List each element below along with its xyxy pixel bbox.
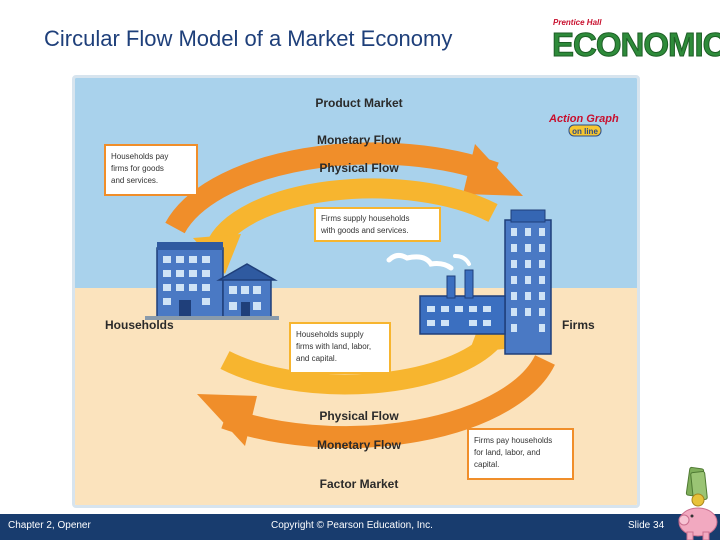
top-physical-flow-arrow	[205, 178, 498, 253]
note-line: for land, labor, and	[474, 448, 540, 457]
firms-buildings-icon	[386, 209, 552, 355]
factor-market-label: Factor Market	[320, 477, 399, 491]
note-line: firms with land, labor,	[296, 342, 371, 351]
note-firms-supply: Firms supply households with goods and s…	[314, 207, 441, 242]
slide-footer: Chapter 2, Opener Copyright © Pearson Ed…	[0, 514, 720, 540]
note-line: Households pay	[111, 152, 168, 161]
top-monetary-flow-arrow	[165, 142, 499, 234]
note-line: Firms supply households	[321, 214, 409, 223]
note-line: with goods and services.	[320, 226, 409, 235]
top-monetary-arrowhead	[463, 144, 523, 196]
note-line: Households supply	[296, 330, 364, 339]
economics-logo: Prentice Hall ECONOMICS	[550, 18, 720, 68]
households-label: Households	[105, 318, 174, 332]
piggy-bank-icon	[678, 466, 718, 540]
firms-label: Firms	[562, 318, 595, 332]
note-line: Firms pay households	[474, 436, 552, 445]
note-households-supply: Households supply firms with land, labor…	[289, 322, 391, 374]
action-graph-text: Action Graph	[548, 113, 619, 125]
note-firms-pay: Firms pay households for land, labor, an…	[467, 428, 574, 480]
bottom-monetary-flow-arrow	[221, 354, 555, 449]
logo-publisher: Prentice Hall	[553, 18, 602, 27]
note-line: and capital.	[296, 354, 337, 363]
slide-title: Circular Flow Model of a Market Economy	[44, 26, 453, 51]
logo-title: ECONOMICS	[552, 26, 720, 64]
product-market-label: Product Market	[315, 96, 402, 110]
note-households-pay: Households pay firms for goods and servi…	[104, 144, 198, 196]
online-text: on line	[572, 127, 598, 136]
chapter-label: Chapter 2, Opener	[8, 520, 91, 531]
top-physical-flow-label: Physical Flow	[319, 161, 399, 175]
slide-number: Slide 34	[628, 520, 665, 531]
action-graph-online-badge[interactable]: Action Graph on line	[548, 113, 619, 137]
bottom-physical-flow-label: Physical Flow	[319, 409, 399, 423]
note-line: and services.	[111, 176, 158, 185]
bottom-physical-flow-arrow	[220, 333, 501, 395]
circular-flow-diagram: Product Market Factor Market Monetary Fl…	[72, 75, 640, 508]
online-tag	[568, 124, 602, 137]
copyright-label: Copyright © Pearson Education, Inc.	[271, 520, 433, 531]
note-line: capital.	[474, 460, 499, 469]
households-buildings-icon	[145, 242, 279, 320]
top-monetary-flow-label: Monetary Flow	[317, 133, 402, 147]
bottom-monetary-arrowhead	[197, 394, 257, 446]
bottom-monetary-flow-label: Monetary Flow	[317, 438, 402, 452]
note-line: firms for goods	[111, 164, 164, 173]
